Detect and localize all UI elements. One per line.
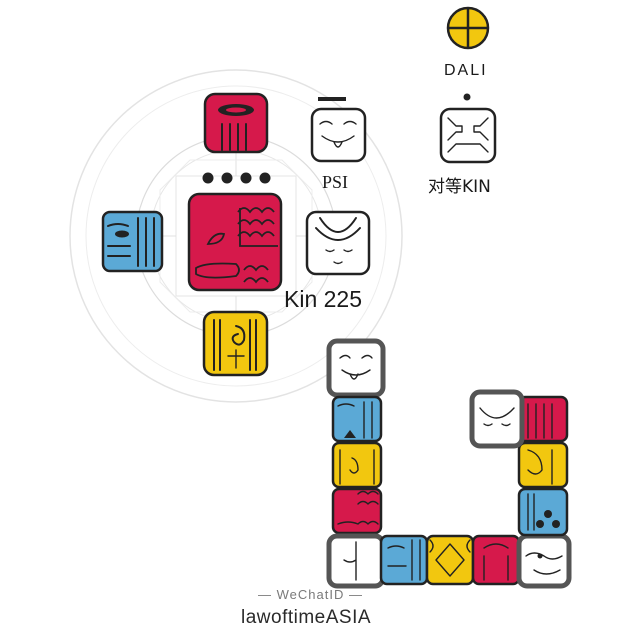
equivalent-kin-block [439, 93, 497, 164]
equivalent-kin-label: 对等KIN [428, 177, 491, 197]
tone-dots [202, 172, 271, 184]
blue-storm-icon [101, 210, 164, 273]
kin-number: Kin 225 [284, 286, 363, 312]
psi-label: PSI [322, 172, 349, 192]
glyph-chain [326, 338, 572, 589]
yellow-cross-circle-icon [446, 6, 490, 50]
wechat-id-label: — WeChatID — [258, 587, 363, 602]
wechat-handle: lawoftimeASIA [241, 607, 372, 628]
yellow-seed-icon [202, 310, 269, 377]
white-wind-icon [305, 210, 371, 276]
red-earth-icon [187, 192, 283, 292]
psi-block [310, 97, 367, 163]
red-serpent-icon [203, 92, 269, 154]
plasma-label: DALI [444, 62, 488, 79]
